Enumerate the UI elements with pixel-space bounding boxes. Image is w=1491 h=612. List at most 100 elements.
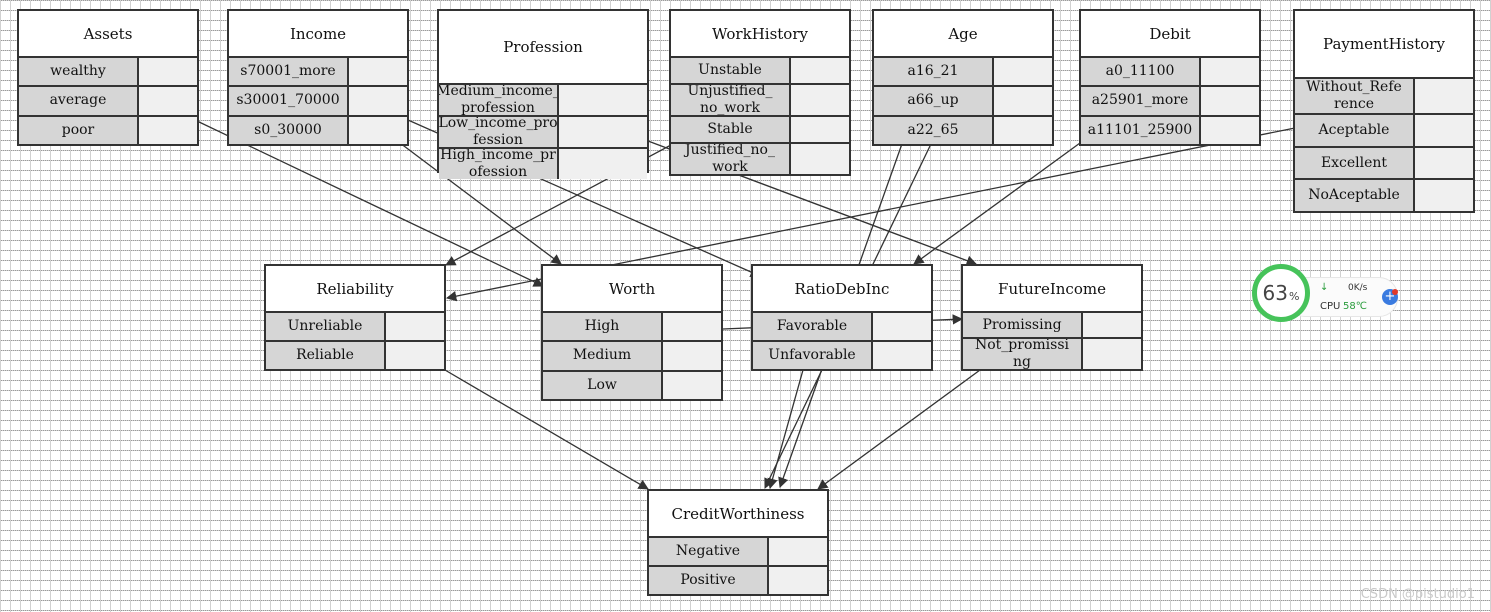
state-row[interactable]: Favorable bbox=[753, 313, 931, 342]
state-row[interactable]: Medium bbox=[543, 342, 721, 372]
state-row[interactable]: s0_30000 bbox=[229, 116, 407, 144]
cpu-monitor-widget[interactable]: 63% ↓ 0K/s CPU 58℃ + bbox=[1252, 264, 1402, 328]
state-value-cell[interactable] bbox=[1083, 313, 1141, 337]
state-value-cell[interactable] bbox=[349, 116, 407, 144]
state-value-cell[interactable] bbox=[769, 567, 827, 594]
state-row[interactable]: Reliable bbox=[266, 342, 444, 369]
state-label: poor bbox=[19, 116, 139, 144]
state-row[interactable]: a11101_25900 bbox=[1081, 116, 1259, 144]
state-value-cell[interactable] bbox=[769, 538, 827, 565]
state-value-cell[interactable] bbox=[1083, 339, 1141, 369]
state-label: Medium bbox=[543, 342, 663, 370]
state-row[interactable]: Aceptable bbox=[1295, 115, 1473, 148]
state-value-cell[interactable] bbox=[559, 85, 647, 115]
state-label: Stable bbox=[671, 117, 791, 142]
state-value-cell[interactable] bbox=[873, 342, 931, 369]
state-label: Medium_income_ profession bbox=[439, 85, 559, 115]
state-value-cell[interactable] bbox=[791, 144, 849, 174]
state-row[interactable]: Low bbox=[543, 371, 721, 399]
state-value-cell[interactable] bbox=[994, 87, 1052, 115]
state-row[interactable]: Low_income_pro fession bbox=[439, 117, 647, 149]
state-row[interactable]: Negative bbox=[649, 538, 827, 567]
state-row[interactable]: Stable bbox=[671, 117, 849, 144]
state-label: average bbox=[19, 87, 139, 115]
state-row[interactable]: Justified_no_ work bbox=[671, 144, 849, 174]
state-value-cell[interactable] bbox=[1415, 115, 1473, 146]
state-label: Excellent bbox=[1295, 147, 1415, 179]
state-value-cell[interactable] bbox=[349, 58, 407, 86]
state-label: Unfavorable bbox=[753, 342, 873, 369]
state-row[interactable]: Without_Refe rence bbox=[1295, 79, 1473, 115]
state-row[interactable]: s70001_more bbox=[229, 58, 407, 88]
cpu-usage-percent-sign: % bbox=[1289, 289, 1300, 303]
state-row[interactable]: Unreliable bbox=[266, 313, 444, 342]
state-value-cell[interactable] bbox=[386, 342, 444, 369]
state-value-cell[interactable] bbox=[663, 371, 721, 399]
state-label: Without_Refe rence bbox=[1295, 79, 1415, 113]
state-row[interactable]: Medium_income_ profession bbox=[439, 85, 647, 117]
state-value-cell[interactable] bbox=[386, 313, 444, 340]
state-value-cell[interactable] bbox=[791, 117, 849, 142]
state-row[interactable]: Promissing bbox=[963, 313, 1141, 339]
state-label: a25901_more bbox=[1081, 87, 1201, 115]
cpu-usage-gauge[interactable]: 63% bbox=[1252, 264, 1310, 322]
state-value-cell[interactable] bbox=[139, 58, 197, 86]
state-value-cell[interactable] bbox=[1201, 116, 1259, 144]
edge-debit-to-futureincome bbox=[913, 142, 1081, 265]
state-value-cell[interactable] bbox=[1201, 58, 1259, 86]
state-label: s70001_more bbox=[229, 58, 349, 86]
state-row[interactable]: Excellent bbox=[1295, 147, 1473, 181]
state-row[interactable]: a22_65 bbox=[874, 116, 1052, 144]
state-row[interactable]: High bbox=[543, 313, 721, 343]
state-row[interactable]: wealthy bbox=[19, 58, 197, 88]
state-value-cell[interactable] bbox=[139, 116, 197, 144]
state-value-cell[interactable] bbox=[1415, 180, 1473, 212]
state-value-cell[interactable] bbox=[139, 87, 197, 115]
state-row[interactable]: Unjustified_ no_work bbox=[671, 85, 849, 117]
state-row[interactable]: Unfavorable bbox=[753, 342, 931, 369]
network-speed: 0K/s bbox=[1348, 283, 1368, 293]
state-value-cell[interactable] bbox=[1201, 87, 1259, 115]
node-title: Worth bbox=[543, 266, 721, 313]
state-label: Low_income_pro fession bbox=[439, 117, 559, 147]
state-row[interactable]: poor bbox=[19, 116, 197, 144]
state-value-cell[interactable] bbox=[873, 313, 931, 340]
state-value-cell[interactable] bbox=[994, 116, 1052, 144]
state-value-cell[interactable] bbox=[559, 117, 647, 147]
state-row[interactable]: a0_11100 bbox=[1081, 58, 1259, 88]
state-value-cell[interactable] bbox=[994, 58, 1052, 86]
state-label: Unstable bbox=[671, 58, 791, 83]
state-value-cell[interactable] bbox=[1415, 147, 1473, 179]
state-row[interactable]: average bbox=[19, 87, 197, 117]
state-value-cell[interactable] bbox=[663, 342, 721, 370]
state-row[interactable]: s30001_70000 bbox=[229, 87, 407, 117]
state-row[interactable]: a16_21 bbox=[874, 58, 1052, 88]
state-row[interactable]: Positive bbox=[649, 567, 827, 594]
state-value-cell[interactable] bbox=[791, 58, 849, 83]
state-value-cell[interactable] bbox=[349, 87, 407, 115]
state-row[interactable]: NoAceptable bbox=[1295, 180, 1473, 212]
state-label: s0_30000 bbox=[229, 116, 349, 144]
state-row[interactable]: a66_up bbox=[874, 87, 1052, 117]
state-value-cell[interactable] bbox=[663, 313, 721, 341]
state-row[interactable]: High_income_pr ofession bbox=[439, 149, 647, 179]
download-arrow-icon: ↓ bbox=[1320, 282, 1329, 293]
state-row[interactable]: a25901_more bbox=[1081, 87, 1259, 117]
state-row[interactable]: Unstable bbox=[671, 58, 849, 85]
state-row[interactable]: Not_promissi ng bbox=[963, 339, 1141, 369]
state-value-cell[interactable] bbox=[791, 85, 849, 115]
state-value-cell[interactable] bbox=[1415, 79, 1473, 113]
state-value-cell[interactable] bbox=[559, 149, 647, 179]
